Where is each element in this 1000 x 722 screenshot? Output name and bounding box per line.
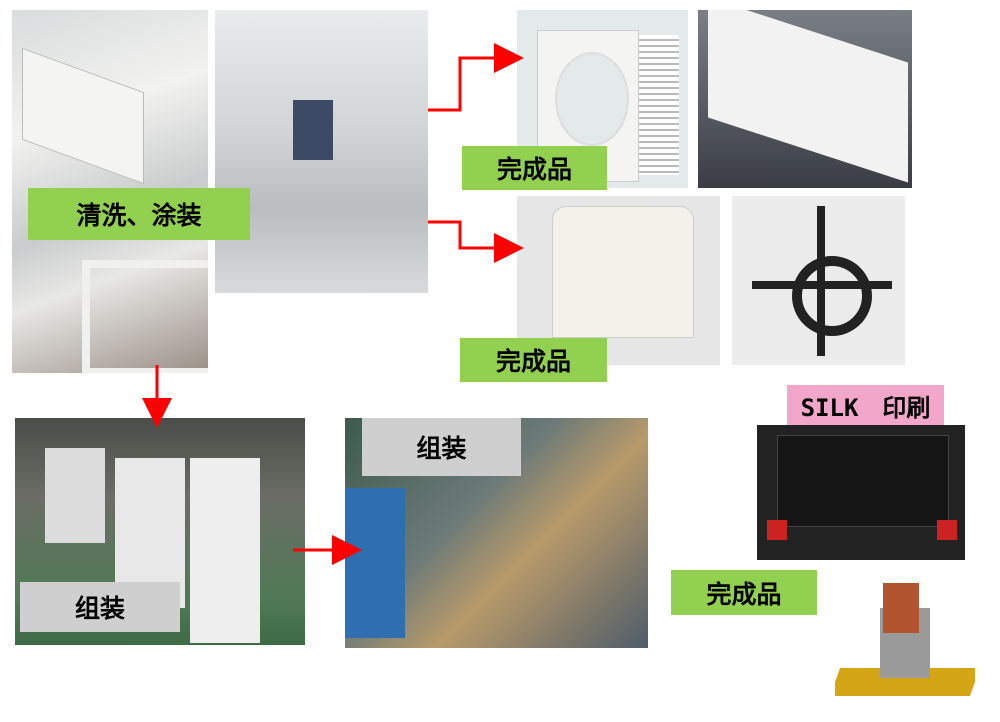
photo-paint-corridor	[215, 10, 428, 293]
photo-white-housing	[517, 196, 720, 365]
photo-silk-print-box	[757, 425, 965, 560]
arrow-to-finished-1	[428, 43, 524, 112]
label-finished-3: 完成品	[671, 570, 817, 615]
label-silk-printing: SILK 印刷	[787, 385, 944, 425]
label-finished-2: 完成品	[460, 338, 607, 382]
photo-black-rack	[732, 196, 905, 365]
photo-stand	[835, 578, 975, 700]
label-assembly-1: 组装	[20, 582, 180, 632]
arrow-to-finished-2	[428, 220, 524, 263]
label-assembly-2: 组装	[362, 418, 521, 476]
photo-long-panel	[698, 10, 912, 188]
label-finished-1: 完成品	[462, 146, 607, 190]
label-cleaning-painting: 清洗、涂装	[28, 188, 250, 240]
